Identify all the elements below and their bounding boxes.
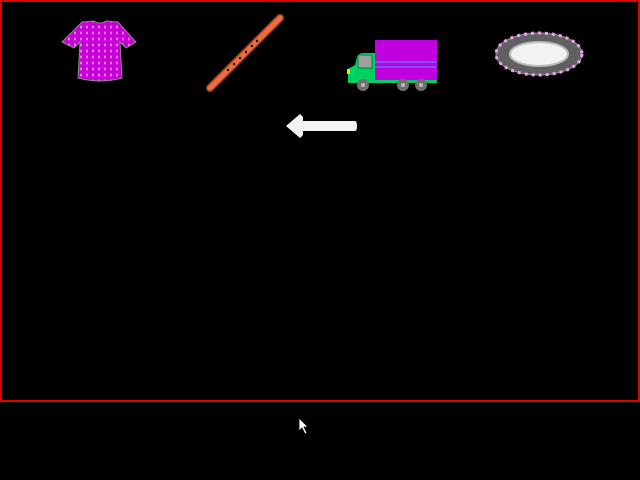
flute-icon	[206, 14, 284, 92]
platter-icon	[494, 31, 584, 77]
arrow-left-icon[interactable]	[283, 112, 359, 140]
mouse-cursor-icon	[298, 417, 309, 435]
shirt-icon	[61, 20, 137, 82]
activity-frame	[0, 0, 640, 402]
truck-icon	[347, 40, 437, 91]
